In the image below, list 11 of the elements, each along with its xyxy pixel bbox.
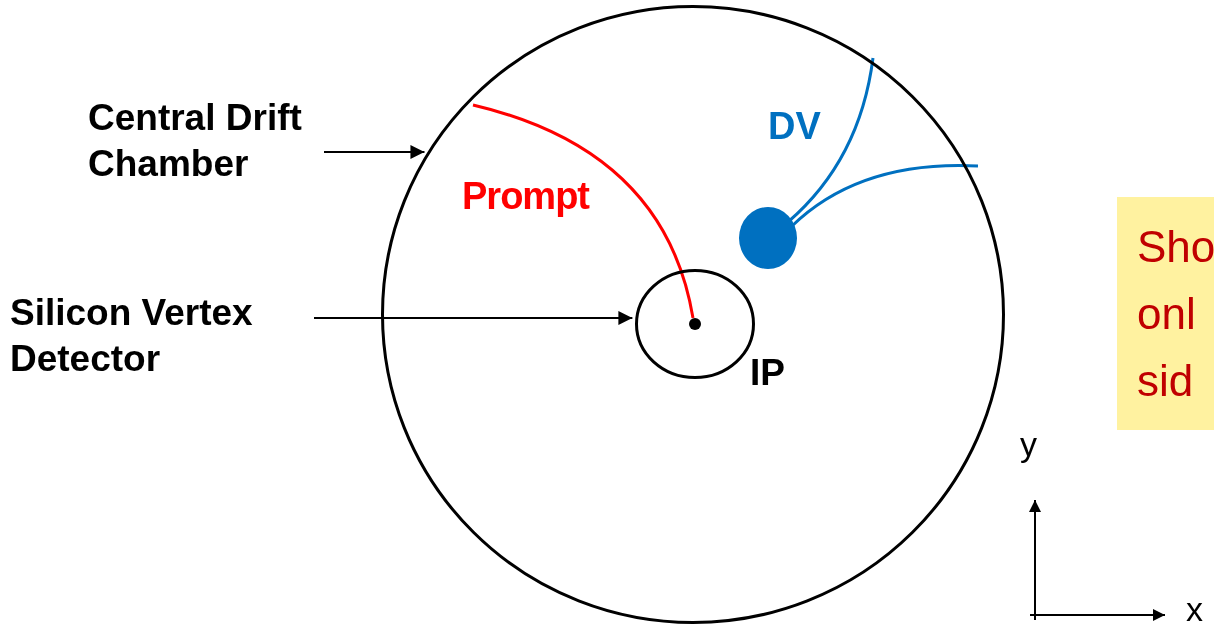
note-text: Sho onl sid bbox=[1137, 221, 1214, 407]
arrow bbox=[323, 145, 426, 159]
detector-label: Central Drift Chamber bbox=[88, 95, 368, 187]
axis-label: x bbox=[1186, 590, 1203, 626]
axis-label: y bbox=[1020, 425, 1037, 464]
track-label: Prompt bbox=[462, 175, 589, 218]
detector-label: Silicon Vertex Detector bbox=[10, 290, 330, 382]
arrow bbox=[313, 311, 634, 325]
point-label: IP bbox=[750, 352, 785, 394]
vertex-label: DV bbox=[768, 105, 821, 148]
chamber-circle bbox=[381, 5, 1005, 624]
